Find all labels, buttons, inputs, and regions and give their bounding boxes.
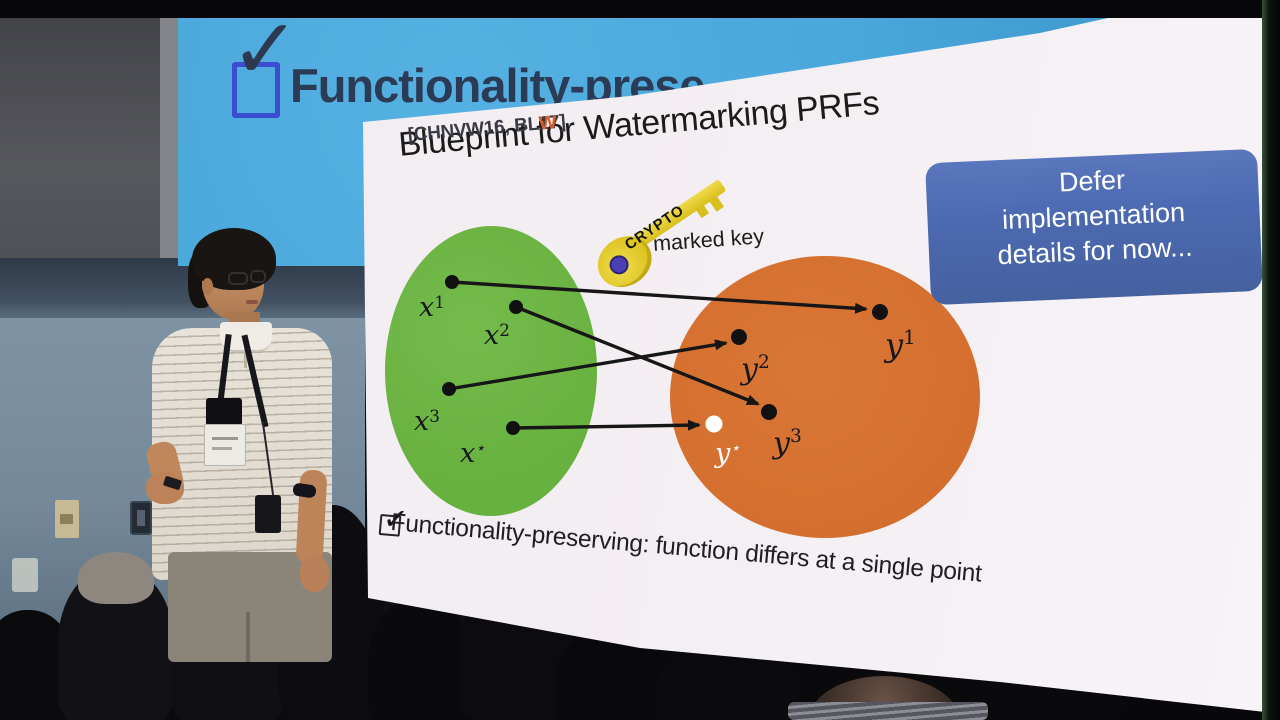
audience-striped-shirt <box>788 702 988 720</box>
domain-set-ellipse <box>385 226 597 516</box>
frame-right-edge <box>1262 0 1280 720</box>
pants-shadow <box>246 612 250 662</box>
badge-holder <box>206 398 242 426</box>
key-tooth <box>708 195 725 212</box>
speaker-ear <box>202 278 213 295</box>
label-ystar: y⋆ <box>715 438 741 469</box>
wall-socket <box>130 501 152 535</box>
key-icon: CRYPTO <box>560 124 766 315</box>
badge-text-line <box>212 437 238 440</box>
defer-note-callout: Defer implementation details for now... <box>925 148 1263 306</box>
letterbox-top <box>0 0 1280 18</box>
conference-badge <box>204 424 246 466</box>
white-object <box>12 558 38 592</box>
wall-upper-left <box>0 18 180 268</box>
mic-transmitter <box>255 495 281 533</box>
speaker-left-hand <box>300 556 329 592</box>
audience-head <box>368 598 472 720</box>
badge-text-line <box>212 447 232 450</box>
wall-switch-plate <box>55 500 79 538</box>
wall-plate-mark <box>60 514 73 524</box>
speaker-glasses <box>228 272 248 285</box>
citation-highlight: W <box>537 112 558 135</box>
screen-bezel <box>160 18 180 270</box>
audience-gray-hair <box>78 552 154 604</box>
key-tooth <box>695 204 710 219</box>
checkbox-icon <box>232 62 280 118</box>
presentation-slide: Blueprint for Watermarking PRFs [CHNVW16… <box>363 18 1265 712</box>
speaker-mouth <box>246 300 258 304</box>
wall-socket-slot <box>137 510 145 526</box>
checkmark-icon: ✓ <box>230 0 301 98</box>
checklist-item: ✓ Functionality-preserving: function dif… <box>378 501 1038 588</box>
wall-shadow-band <box>0 258 365 320</box>
speaker <box>140 226 340 662</box>
label-xstar: x⋆ <box>460 438 486 469</box>
speaker-glasses <box>250 270 266 283</box>
